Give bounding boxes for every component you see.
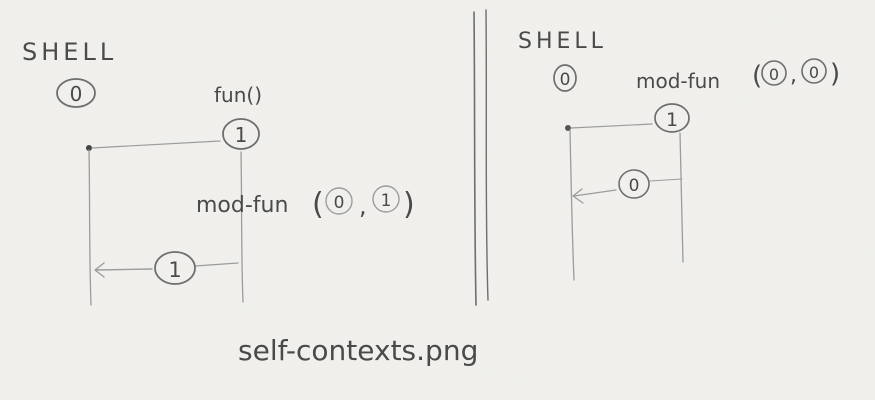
right-mod-comma: ,	[790, 63, 797, 88]
right-mod-close: )	[830, 59, 840, 89]
panel-divider	[473, 9, 489, 306]
left-frame-circle: 1	[222, 118, 260, 150]
right-shell-label: SHELL	[518, 29, 607, 54]
left-mod-name: mod-fun	[196, 193, 288, 218]
left-entry-dot	[86, 145, 92, 151]
left-frame-value: 1	[235, 123, 248, 147]
right-mod-arg1: 0	[769, 65, 779, 84]
right-mod-arg2: 0	[809, 63, 819, 82]
right-frame-circle: 1	[654, 103, 690, 133]
left-return-value: 1	[168, 258, 181, 282]
left-mod-open: (	[312, 187, 324, 222]
left-shell-value: 0	[70, 82, 83, 106]
right-return-value: 0	[629, 176, 640, 196]
right-entry-dot	[565, 125, 571, 131]
left-mod-call: mod-fun ( 0 , 1 )	[196, 185, 415, 222]
right-mod-open: (	[752, 61, 762, 91]
right-frame-value: 1	[666, 109, 678, 131]
left-mod-arg1: 0	[334, 193, 345, 213]
left-mod-close: )	[403, 187, 415, 222]
left-return-arrow	[94, 262, 239, 278]
right-shell-circle: 0	[553, 64, 577, 92]
left-shell-circle: 0	[56, 78, 96, 108]
right-mod-name: mod-fun	[636, 69, 720, 93]
left-call-label: fun()	[214, 83, 262, 107]
left-shell-label: SHELL	[22, 38, 117, 66]
left-return-circle: 1	[154, 251, 196, 285]
left-connector-line	[91, 140, 221, 149]
right-shell-lifeline	[569, 129, 575, 281]
left-shell-lifeline	[88, 149, 92, 306]
right-connector-line	[570, 123, 653, 129]
right-return-circle: 0	[618, 169, 650, 199]
left-frame-lifeline	[240, 151, 244, 303]
left-mod-comma: ,	[359, 192, 367, 220]
right-frame-lifeline	[679, 132, 684, 263]
right-panel: SHELL 0 mod-fun ( 0 , 0 ) 1	[518, 29, 840, 281]
right-mod-call: mod-fun ( 0 , 0 )	[636, 58, 840, 93]
right-return-arrow	[572, 178, 683, 204]
left-panel: SHELL 0 fun() 1 mod-fun ( 0 , 1 )	[22, 38, 415, 306]
left-mod-arg2: 1	[381, 191, 392, 211]
image-caption: self-contexts.png	[238, 334, 478, 367]
right-shell-value: 0	[560, 70, 571, 90]
